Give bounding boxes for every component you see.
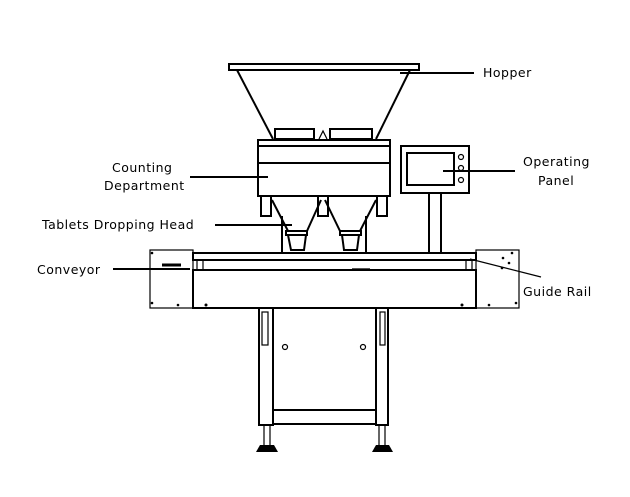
hopper [228, 63, 420, 140]
label-conveyor: Conveyor [37, 262, 101, 277]
label-counting-line1: Counting [112, 160, 172, 175]
label-operating-line2: Panel [538, 173, 574, 188]
counting-department [257, 139, 391, 217]
conveyor [149, 249, 520, 309]
machine-stand [256, 307, 393, 452]
label-guide-rail: Guide Rail [523, 284, 592, 299]
leader-lines [113, 72, 542, 278]
label-operating-line1: Operating [523, 154, 590, 169]
operating-panel [400, 145, 470, 254]
label-counting-line2: Department [104, 178, 185, 193]
tablets-dropping-heads [271, 199, 377, 254]
label-dropping-head: Tablets Dropping Head [41, 217, 194, 232]
label-hopper: Hopper [483, 65, 532, 80]
